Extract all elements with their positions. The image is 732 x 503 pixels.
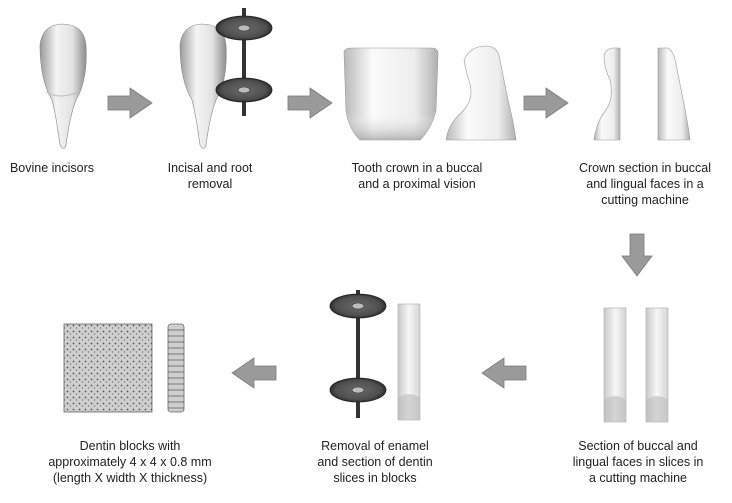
arrow-right-icon — [107, 87, 153, 119]
step-label-section-slices: Section of buccal and lingual faces in s… — [548, 438, 728, 486]
label-line: and a proximal vision — [358, 177, 476, 191]
tooth-crown-proximal-view — [445, 45, 517, 141]
crown-section-illustration — [593, 47, 691, 141]
label-line: approximately 4 x 4 x 0.8 mm — [48, 455, 212, 469]
tooth-crown-buccal-view — [343, 47, 439, 141]
step-label-removal-enamel: Removal of enamel and section of dentin … — [290, 438, 460, 486]
step-label-bovine-incisors: Bovine incisors — [2, 160, 102, 176]
label-line: cutting machine — [601, 193, 689, 207]
step-label-tooth-crown: Tooth crown in a buccal and a proximal v… — [332, 160, 502, 192]
enamel-dentin-slices-illustration — [603, 307, 669, 423]
arrow-down-icon — [621, 233, 653, 277]
step-label-dentin-blocks: Dentin blocks with approximately 4 x 4 x… — [30, 438, 230, 486]
dentin-block-illustration — [63, 323, 185, 413]
label-line: Dentin blocks with — [79, 439, 181, 453]
label-line: removal — [187, 177, 233, 191]
label-line: and lingual faces in a — [586, 177, 704, 191]
arrow-right-icon — [523, 87, 569, 119]
label-line: lingual faces in slices in — [572, 455, 704, 469]
label-line: (length X width X thickness) — [52, 471, 208, 485]
label-line: a cutting machine — [589, 471, 687, 485]
arrow-right-icon — [287, 87, 333, 119]
arrow-left-icon — [231, 357, 277, 389]
label-line: Crown section in buccal — [578, 161, 711, 175]
label-line: Bovine incisors — [9, 161, 95, 175]
bovine-incisor-illustration — [39, 23, 87, 149]
tooth-with-discs-illustration — [179, 8, 273, 149]
label-line: Section of buccal and — [578, 439, 698, 453]
label-line: Removal of enamel — [321, 439, 429, 453]
label-line: and section of dentin — [317, 455, 433, 469]
label-line: Incisal and root — [167, 161, 253, 175]
step-label-crown-section: Crown section in buccal and lingual face… — [560, 160, 730, 208]
step-label-incisal-root-removal: Incisal and root removal — [150, 160, 270, 192]
label-line: Tooth crown in a buccal — [351, 161, 483, 175]
label-line: slices in blocks — [333, 471, 417, 485]
arrow-left-icon — [481, 357, 527, 389]
slice-with-discs-illustration — [329, 290, 421, 421]
